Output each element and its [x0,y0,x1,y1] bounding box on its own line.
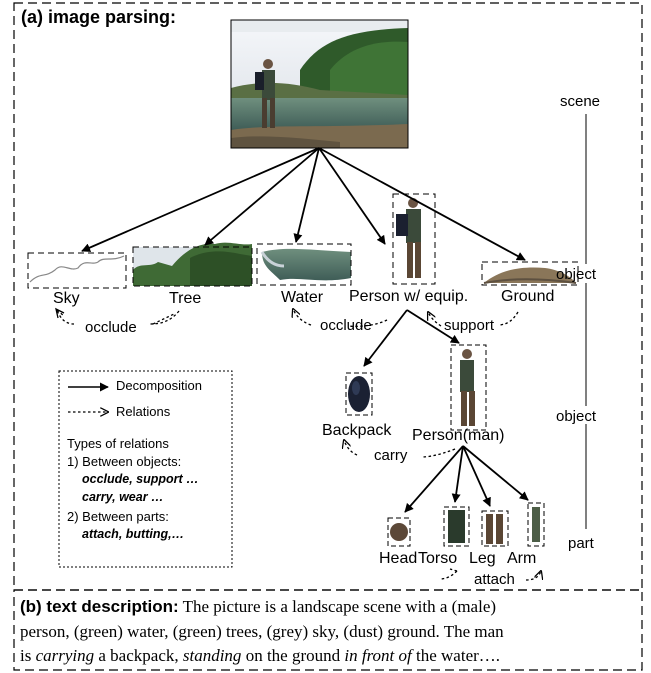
legend-object-relation-examples: occlude, support … [82,472,199,486]
decomposition-arrow [363,309,408,367]
decomposition-arrow [406,309,460,344]
level-label-scene: scene [560,93,601,110]
relation-arrow [499,311,519,326]
decomposition-arrow [204,147,320,246]
backpack-image [345,372,373,416]
relation-arrow [421,448,456,458]
legend-relations-label: Relations [116,404,171,419]
head-image [387,517,411,547]
decomposition-arrow [462,445,529,501]
relation-arrow [152,313,175,325]
level-label-object: object [556,266,597,283]
relation-arrow [293,309,312,326]
relation-label-support: support [444,317,495,334]
relation-arrow [344,440,358,456]
text-description-line-3: is carrying a backpack, standing on the … [20,647,500,664]
object-label-sky: Sky [53,290,80,307]
decomposition-arrow [404,445,464,513]
relation-arrow [56,309,180,325]
legend-between-objects: 1) Between objects: [67,454,182,469]
part-label-head: Head [379,550,418,567]
legend-between-parts: 2) Between parts: [67,509,169,524]
relation-label-occlude: occlude [320,317,372,334]
relation-arrowhead [55,307,65,319]
arm-image [527,502,545,547]
description-italic: standing [182,646,242,665]
person-with-equipment-image [392,193,436,285]
description-italic: in front of [344,646,412,665]
description-text: is [20,646,36,665]
description-text: The picture is a landscape scene with a … [178,597,497,616]
scene-image [230,19,409,149]
relation-arrow [56,309,65,317]
description-text: a backpack, [94,646,183,665]
description-text: on the ground [241,646,345,665]
relation-arrow [525,571,541,581]
tree-image [132,242,253,287]
legend-box [58,370,233,568]
description-text: the water…. [411,646,501,665]
relation-label-carry: carry [374,447,408,464]
object-label-water: Water [281,289,324,306]
level-label-part: part [568,535,594,552]
text-description-line-1: (b) text description: The picture is a l… [20,598,496,615]
leg-image [481,510,509,547]
decomposition-arrow [81,147,320,252]
object-label-tree: Tree [169,290,202,307]
panel-b-label: (b) text description: [20,597,179,616]
panel-b-frame [13,589,643,671]
object-label-person: Person w/ equip. [349,288,469,305]
relation-arrow [347,319,388,327]
legend-part-relation-examples: attach, butting,… [82,527,185,541]
decomposition-arrow [318,147,526,261]
water-image [256,243,352,286]
torso-image [443,506,470,547]
legend-object-relation-examples: carry, wear … [82,490,164,504]
object-label-ground: Ground [501,288,555,305]
relation-arrow [439,568,458,580]
legend-decomposition-label: Decomposition [116,378,202,393]
object-label-backpack: Backpack [322,422,392,439]
panel-a-title: (a) image parsing: [21,7,177,27]
person-man-image [450,344,487,431]
decomposition-arrow [318,147,386,245]
decomposition-arrow [451,445,464,503]
decomposition-arrow [462,445,491,507]
decomposition-arrow [293,147,320,243]
relation-label-occlude: occlude [85,319,137,336]
level-label-object: object [556,408,597,425]
ground-image [481,261,579,286]
part-label-arm: Arm [507,550,537,567]
legend-types-title: Types of relations [67,436,169,451]
text-description-line-2: person, (green) water, (green) trees, (g… [20,622,504,641]
part-label-torso: Torso [418,550,458,567]
object-label-person-man: Person(man) [412,427,505,444]
relation-label-attach: attach [474,571,515,588]
sky-image [27,252,127,289]
relation-arrow [428,312,442,327]
part-label-leg: Leg [469,550,496,567]
description-italic: carrying [35,646,95,665]
